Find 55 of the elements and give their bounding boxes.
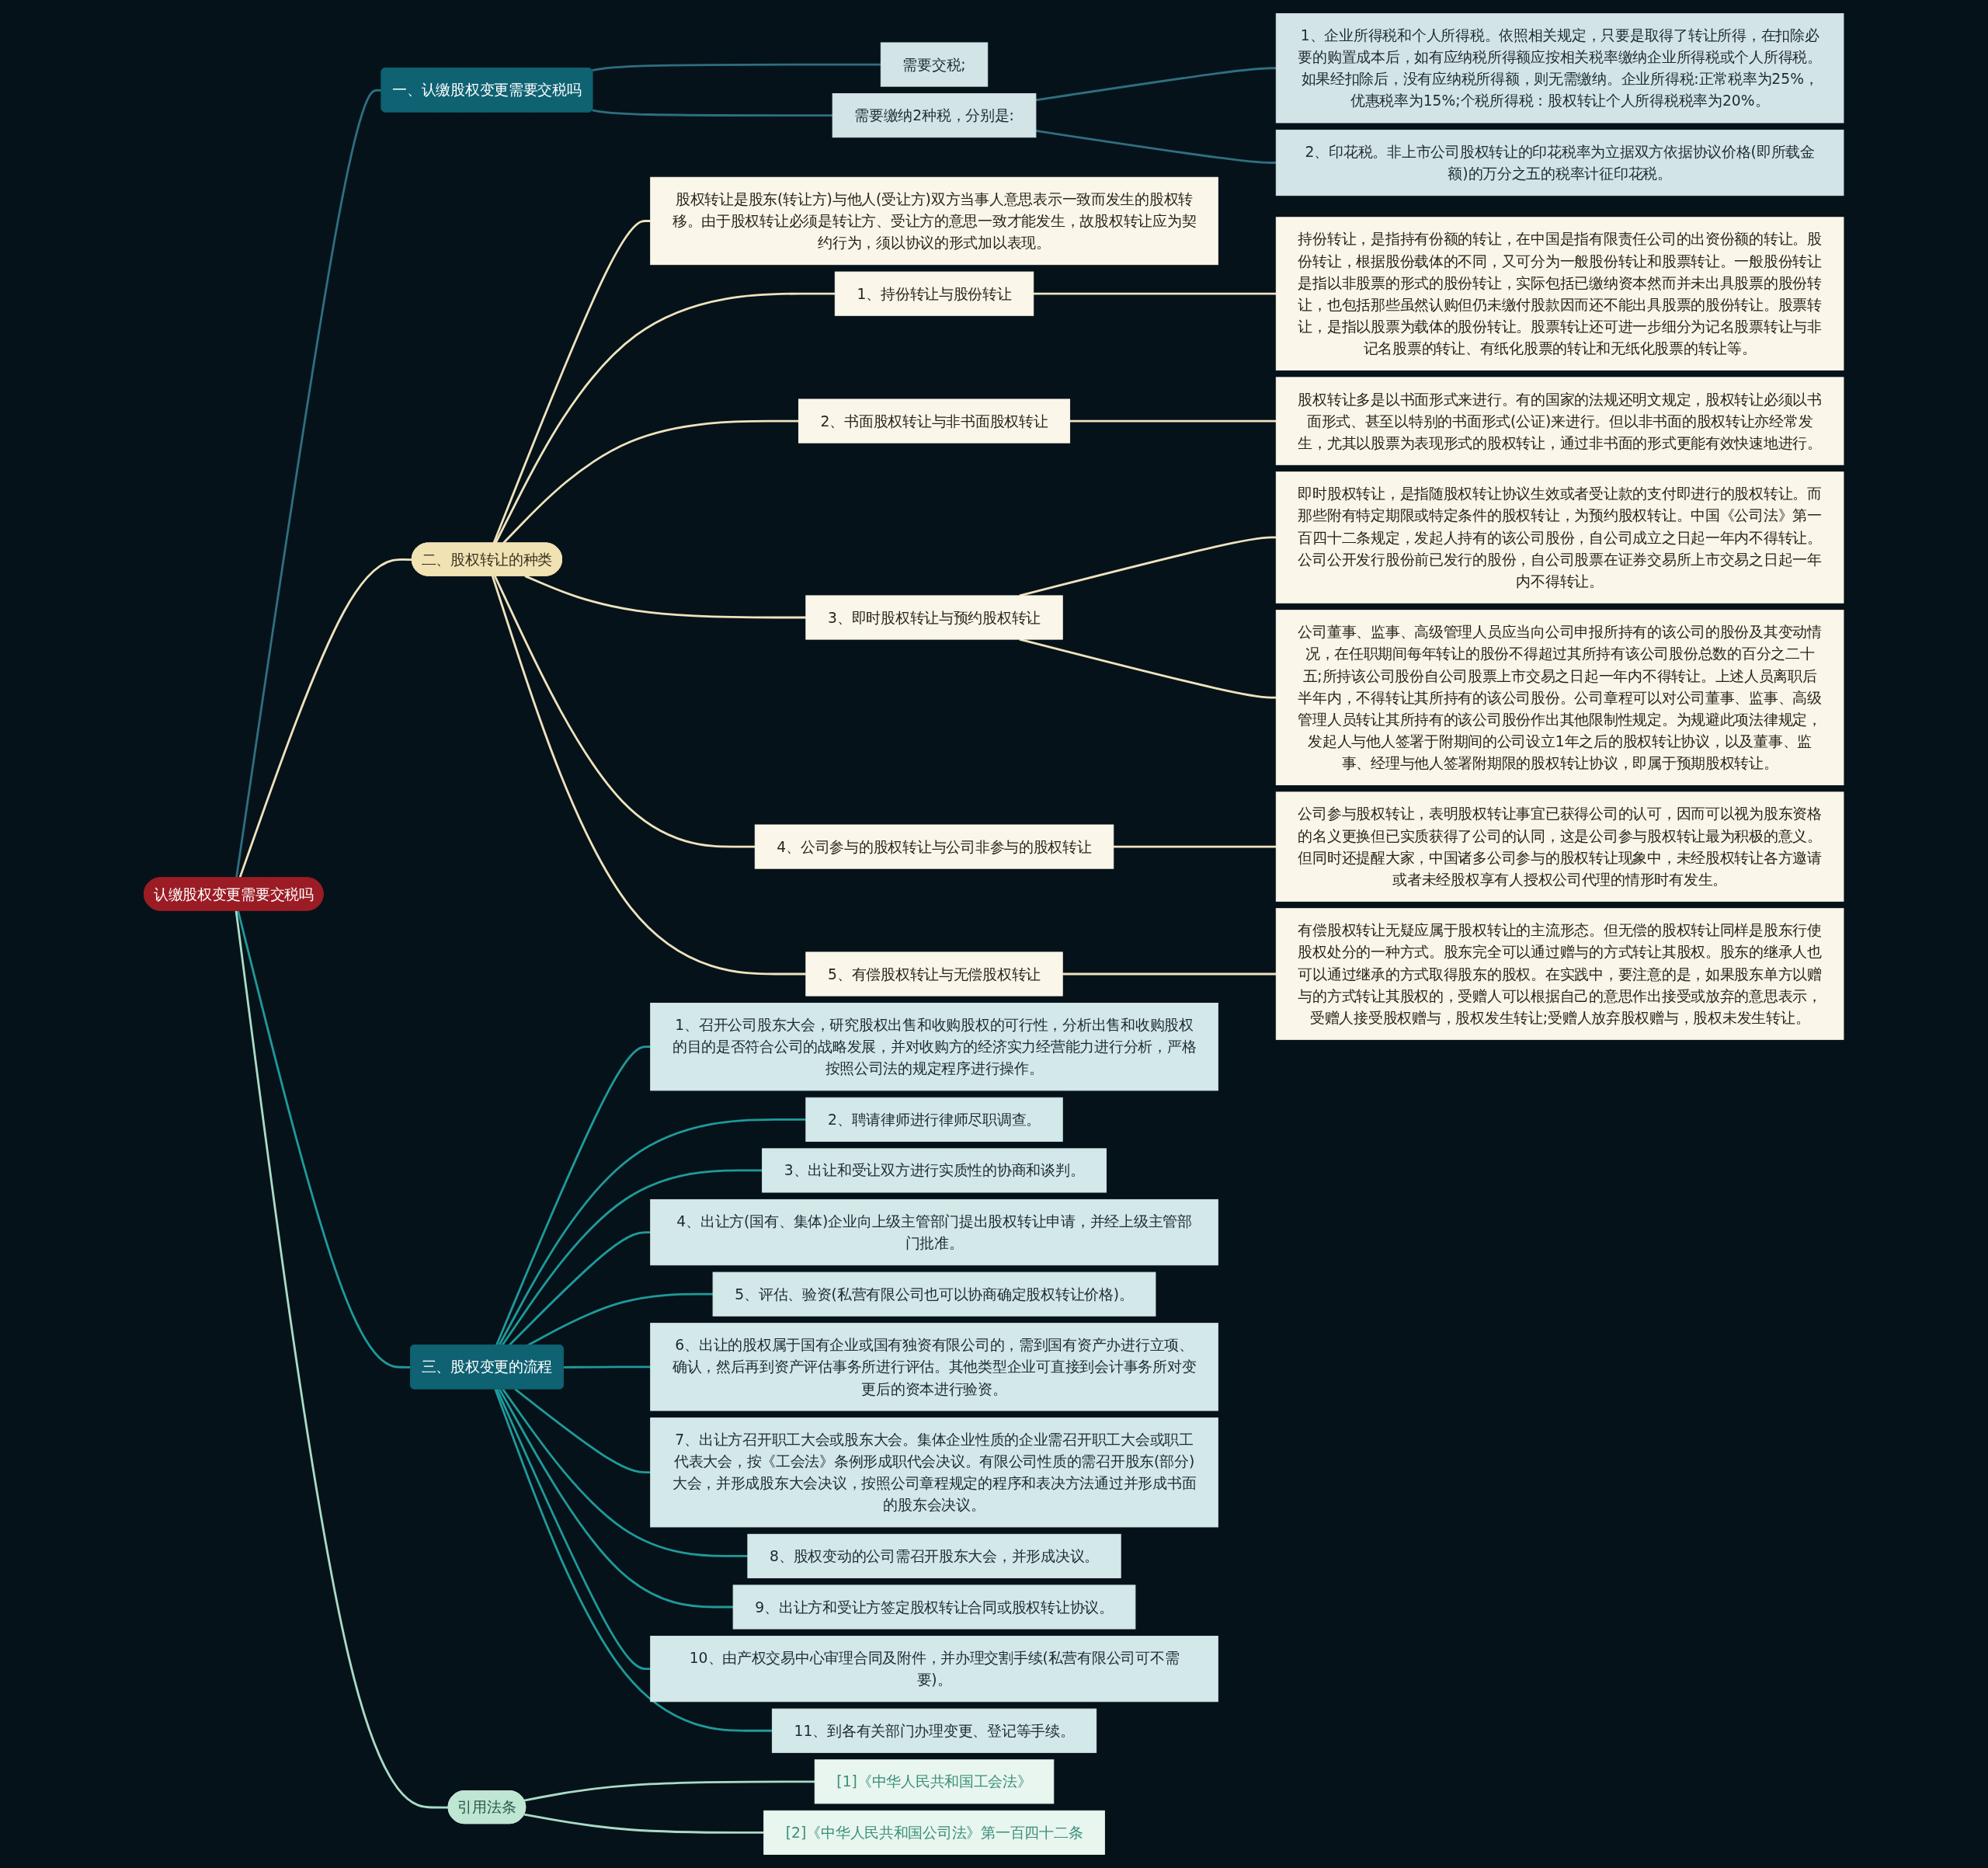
node-box: 1、召开公司股东大会，研究股权出售和收购股权的可行性，分析出售和收购股权的目的是否符合公司的战略发展，并对收购方的经济实力经营能力进行分析，严格按照公司法的规定程序进行操作。 [650, 1003, 1219, 1091]
connector [495, 1045, 651, 1346]
connector [492, 220, 651, 544]
connector [1036, 130, 1277, 164]
connector [238, 558, 413, 878]
connector [235, 89, 382, 878]
node-box: 5、有偿股权转让与无偿股权转让 [805, 951, 1063, 997]
connector [564, 1365, 651, 1369]
node-box: 6、出让的股权属于国有企业或国有独资有限公司的，需到国有资产办进行立项、确认，然后再到资产评估事务所进行评估。其他类型企业可直接到会计事务所对变更后的资本进行验资。 [650, 1323, 1219, 1411]
connector [524, 1813, 764, 1834]
connector [592, 63, 881, 72]
node-box: 有偿股权转让无疑应属于股权转让的主流形态。但无偿的股权转让同样是股东行使股权处分的一种方式。股东完全可以通过赠与的方式转让其股权。股东的继承人也可以通过继承的方式取得股东的股权。在实践中，要注意的是，如果股东单方以赠与的方式转让其股权的，受赠人可以根据自己的意思作出接受或放弃的意思表示，受赠人接受股权赠与，股权发生转让;受赠人放弃股权赠与，股权未发生转让。 [1276, 908, 1844, 1040]
connector [1114, 845, 1277, 848]
connector [1069, 419, 1277, 423]
connector [495, 1388, 651, 1671]
node-box: 2、聘请律师进行律师尽职调查。 [805, 1097, 1063, 1142]
connector [514, 1388, 651, 1474]
connector [1034, 292, 1277, 295]
connector [524, 575, 807, 619]
connector [502, 1388, 749, 1557]
connector [1036, 67, 1277, 102]
node-box: 9、出让方和受让方签定股权转让合同或股权转让协议。 [732, 1584, 1136, 1630]
node-box: 3、出让和受让双方进行实质性的协商和谈判。 [762, 1148, 1107, 1193]
node-box: 需要缴纳2种税，分别是: [832, 93, 1037, 138]
node-box: 3、即时股权转让与预约股权转让 [805, 595, 1063, 640]
node-box: 4、公司参与的股权转让与公司非参与的股权转让 [755, 824, 1114, 869]
connector [494, 1388, 773, 1732]
node-box: 4、出让方(国有、集体)企业向上级主管部门提出股权转让申请，并经上级主管部门批准。 [650, 1198, 1219, 1266]
connector [492, 576, 807, 976]
connector [235, 910, 449, 1809]
connector [524, 1780, 815, 1802]
node-box: [2]《中华人民共和国公司法》第一百四十二条 [763, 1810, 1106, 1855]
node-box: 1、企业所得税和个人所得税。依照相关规定，只要是取得了转让所得，在扣除必要的购置成本后，如有应纳税所得额应按相关税率缴纳企业所得税或个人所得税。如果经扣除后，没有应纳税所得额，则无需缴纳。企业所得税:正常税率为25%，优惠税率为15%;个税所得税：股权转让个人所得税税率为20%。 [1276, 13, 1844, 123]
node-box: 2、印花税。非上市公司股权转让的印花税率为立据双方依据协议价格(即所载金额)的万分之五的税率计征印花税。 [1276, 129, 1844, 197]
connector [498, 1118, 807, 1346]
node-box: 公司董事、监事、高级管理人员应当向公司申报所持有的该公司的股份及其变动情况，在任职期间每年转让的股份不得超过其所持有该公司股份总数的百分之二十五;所持该公司股份自公司股票上市交易之日起一年内不得转让。上述人员离职后半年内，不得转让其所持有的该公司股份。公司章程可以对公司董事、监事、高级管理人员转让其所持有的该公司股份作出其他限制性规定。为规避此项法律规定，发起人与他人签署于附期间的公司设立1年之后的股权转让协议，以及董事、监事、经理与他人签署附期限的股权转让协议，即属于预期股权转让。 [1276, 610, 1844, 785]
node-box: 7、出让方召开职工大会或股东大会。集体企业性质的企业需召开职工大会或职工代表大会，按《工会法》条例形成职代会决议。有限公司性质的需召开股东(部分)大会，并形成股东大会决议，按照公司章程规定的程序和表决方法通过并形成书面的股东会决议。 [650, 1417, 1219, 1528]
connector [237, 910, 412, 1369]
node-box: 即时股权转让，是指随股权转让协议生效或者受让款的支付即进行的股权转让。而那些附有特定期限或特定条件的股权转让，为预约股权转让。中国《公司法》第一百四十二条规定，发起人持有的该公司股份，自公司成立之日起一年内不得转让。公司公开发行股份前已发行的股份，自公司股票在证券交易所上市交易之日起一年内不得转让。 [1276, 471, 1844, 604]
connector [499, 1388, 734, 1609]
node-box: 股权转让是股东(转让方)与他人(受让方)双方当事人意思表示一致而发生的股权转移。由于股权转让必须是转让方、受让方的意思一致才能发生，故股权转让应为契约行为，须以协议的形式加以表现。 [650, 176, 1219, 266]
node-box: [1]《中华人民共和国工会法》 [815, 1759, 1055, 1804]
node-box: 公司参与股权转让，表明股权转让事宜已获得公司的认可，因而可以视为股东资格的名义更换但已实质获得了公司的认同，这是公司参与股权转让最为积极的意义。但同时还提醒大家，中国诸多公司参与的股权转让现象中，未经股权转让各方邀请或者未经股权享有人授权公司代理的情形时有发生。 [1276, 791, 1844, 902]
node-box: 10、由产权交易中心审理合同及附件，并办理交割手续(私营有限公司可不需要)。 [650, 1636, 1219, 1703]
node-box: 11、到各有关部门办理变更、登记等手续。 [772, 1708, 1097, 1753]
node-box: 需要交税; [881, 42, 989, 87]
node-box: 2、书面股权转让与非书面股权转让 [798, 398, 1071, 444]
node-box: 1、持份转让与股份转让 [835, 271, 1034, 316]
node-box: 8、股权变动的公司需召开股东大会，并形成决议。 [747, 1533, 1121, 1578]
connector [592, 109, 833, 117]
connector [1062, 972, 1277, 976]
node-box: 股权转让多是以书面形式来进行。有的国家的法规还明文规定，股权转让必须以书面形式、甚至以特别的书面形式(公证)来进行。但以非书面的股权转让亦经常发生，尤其以股票为表现形式的股权转让，通过非书面的形式更能有效快速地进行。 [1276, 377, 1844, 465]
connector [494, 576, 756, 848]
node-box: 持份转让，是指持有份额的转让，在中国是指有限责任公司的出资份额的转让。股份转让，根据股份载体的不同，又可分为一般股份转让和股票转让。一般股份转让是指以非股票的形式的股份转让，实际包括已缴纳资本然而并未出具股票的股份转让，也包括那些虽然认购但仍未缴付股款因而还不能出具股票的股份转让。股票转让，是指以股票为载体的股份转让。股票转让还可进一步细分为记名股票转让与非记名股票的转让、有纸化股票的转让和无纸化股票的转让等。 [1276, 217, 1844, 370]
node-box: 5、评估、验资(私营有限公司也可以协商确定股权转让价格)。 [712, 1271, 1156, 1317]
